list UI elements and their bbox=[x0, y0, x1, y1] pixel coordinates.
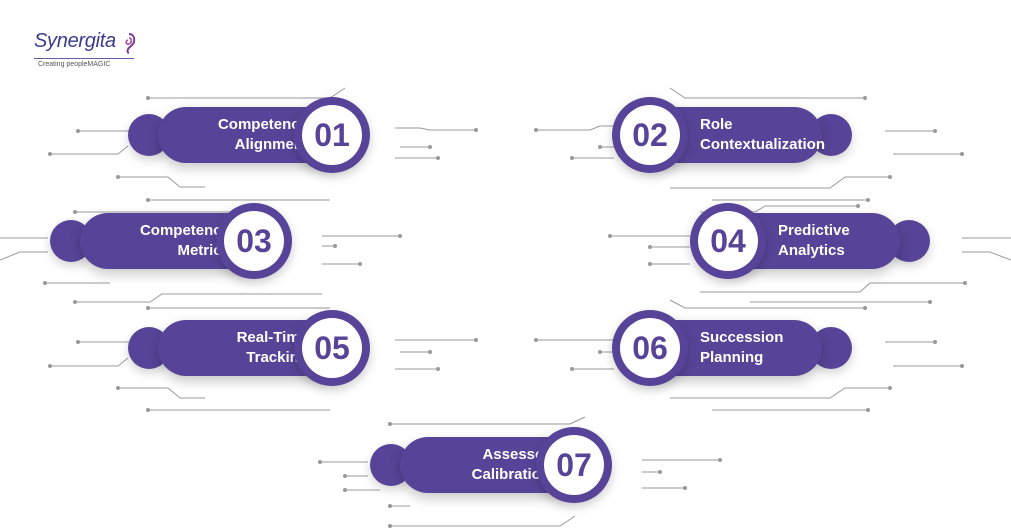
brand-divider bbox=[34, 58, 134, 59]
step-04-label: Predictive Analytics bbox=[778, 222, 850, 259]
step-07-label: Assessor Calibration bbox=[471, 446, 550, 483]
step-06: Succession Planning 06 bbox=[612, 310, 852, 398]
brand-tagline: Creating peopleMAGIC bbox=[38, 61, 111, 68]
step-07: Assessor Calibration 07 bbox=[370, 427, 612, 515]
step-05: Real-Time Tracking 05 bbox=[128, 310, 370, 398]
step-07-number: 07 bbox=[544, 435, 604, 495]
step-03: Competency Metrics 03 bbox=[50, 203, 292, 291]
step-04-badge: 04 bbox=[690, 203, 766, 279]
step-01-badge: 01 bbox=[294, 97, 370, 173]
step-01: Competency Alignment 01 bbox=[128, 97, 370, 185]
step-03-label: Competency Metrics bbox=[139, 222, 230, 259]
step-02-label: Role Contextualization bbox=[700, 116, 826, 153]
brand-logo: Synergita Creating peopleMAGIC bbox=[34, 30, 144, 74]
brand-swirl-icon bbox=[125, 33, 136, 54]
brand-name: Synergita bbox=[34, 30, 116, 52]
step-01-label: Competency Alignment bbox=[217, 116, 308, 153]
step-04-number: 04 bbox=[698, 211, 758, 271]
step-03-badge: 03 bbox=[216, 203, 292, 279]
step-02: Role Contextualization 02 bbox=[612, 97, 852, 185]
step-05-number: 05 bbox=[302, 318, 362, 378]
step-03-number: 03 bbox=[224, 211, 284, 271]
step-06-number: 06 bbox=[620, 318, 680, 378]
step-05-label: Real-Time Tracking bbox=[236, 329, 308, 366]
step-07-badge: 07 bbox=[536, 427, 612, 503]
step-05-badge: 05 bbox=[294, 310, 370, 386]
step-02-number: 02 bbox=[620, 105, 680, 165]
step-01-number: 01 bbox=[302, 105, 362, 165]
step-04: Predictive Analytics 04 bbox=[690, 203, 930, 291]
step-02-badge: 02 bbox=[612, 97, 688, 173]
step-06-label: Succession Planning bbox=[700, 329, 784, 366]
step-06-badge: 06 bbox=[612, 310, 688, 386]
